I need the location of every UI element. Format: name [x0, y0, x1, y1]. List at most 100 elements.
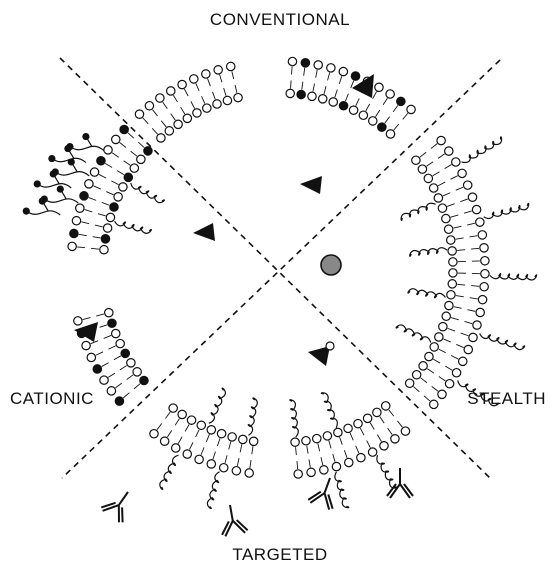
lipid-head	[442, 214, 450, 222]
lipid-head	[214, 66, 222, 74]
lipid-head	[114, 193, 122, 201]
lipid-head	[323, 432, 331, 440]
lipid-head	[351, 72, 359, 80]
lipid-head	[442, 312, 450, 320]
membrane-stealth	[405, 136, 489, 408]
lipid-head	[72, 217, 80, 225]
lipid-head	[412, 156, 420, 164]
lipid-head	[447, 236, 455, 244]
lipid-head	[438, 204, 446, 212]
lipid-head	[375, 83, 383, 91]
lipid-head	[87, 353, 95, 361]
lipid-head	[452, 369, 460, 377]
lipid-head	[458, 169, 466, 177]
lipid-head	[445, 147, 453, 155]
lipid-head	[445, 380, 453, 388]
lipid-head	[382, 402, 390, 410]
membrane-targeted-right	[291, 402, 410, 479]
polymer-chain-icon	[321, 393, 337, 428]
polymer-chain-icon	[490, 274, 537, 280]
lipid-head	[227, 62, 235, 70]
lipid-head	[137, 155, 145, 163]
lipid-head	[320, 466, 328, 474]
lipid-head	[373, 408, 381, 416]
lipid-head	[100, 376, 108, 384]
membrane-conventional-left	[135, 62, 242, 142]
polymer-chain-icon	[401, 203, 435, 220]
lipid-head	[203, 104, 211, 112]
lipid-head	[245, 469, 253, 477]
polymer-chain-icon	[115, 221, 152, 233]
lipid-head	[220, 464, 228, 472]
lipid-head	[119, 183, 127, 191]
polymer-chain-icon	[248, 398, 257, 435]
lipid-head	[106, 213, 114, 221]
lipid-head	[217, 429, 225, 437]
polymer-chain-icon	[48, 145, 86, 163]
lipid-head	[156, 94, 164, 102]
lipid-head	[449, 269, 457, 277]
antibody-icon	[308, 474, 343, 511]
lipid-head	[397, 97, 405, 105]
lipid-head	[464, 345, 472, 353]
drug-triangle-icon	[300, 176, 322, 194]
drug-dot-icon	[326, 342, 334, 350]
lipid-head	[160, 437, 168, 445]
decor-layer	[23, 133, 537, 537]
membrane-conventional-right	[286, 57, 415, 138]
lipid-head	[120, 125, 128, 133]
lipid-head	[472, 205, 480, 213]
lipid-head	[476, 218, 484, 226]
lipid-head	[140, 376, 148, 384]
lipid-head	[165, 127, 173, 135]
antibody-icon	[387, 468, 413, 498]
lipid-head	[447, 291, 455, 299]
lipid-head	[478, 295, 486, 303]
label-cationic: CATIONIC	[10, 389, 94, 408]
lipid-head	[302, 437, 310, 445]
lipid-head	[449, 258, 457, 266]
polymer-chain-icon	[480, 334, 525, 350]
lipid-head	[359, 111, 367, 119]
lipid-head	[476, 308, 484, 316]
lipid-head	[85, 180, 93, 188]
lipid-head	[97, 157, 105, 165]
lipid-head	[345, 458, 353, 466]
lipid-head	[468, 193, 476, 201]
lipid-head	[452, 158, 460, 166]
polymer-chain-icon	[410, 248, 447, 257]
lipid-head	[101, 235, 109, 243]
polymer-chain-icon	[34, 170, 72, 188]
lipid-head	[178, 80, 186, 88]
lipid-head	[308, 92, 316, 100]
polymer-chain-icon	[290, 400, 299, 437]
polymer-chain-icon	[131, 183, 165, 203]
lipid-head	[107, 387, 115, 395]
lipid-head	[190, 75, 198, 83]
lipid-head	[112, 329, 120, 337]
lipid-head	[425, 352, 433, 360]
lipid-head	[445, 301, 453, 309]
lipid-head	[193, 109, 201, 117]
lipid-head	[187, 416, 195, 424]
polymer-chain-icon	[396, 325, 431, 343]
lipid-head	[239, 435, 247, 443]
lipid-head	[327, 64, 335, 72]
lipid-head	[68, 242, 76, 250]
lipid-head	[104, 146, 112, 154]
lipid-head	[314, 61, 322, 69]
lipid-head	[195, 455, 203, 463]
lipid-head	[405, 379, 413, 387]
lipid-head	[357, 453, 365, 461]
lipid-head	[329, 98, 337, 106]
lipid-head	[178, 410, 186, 418]
lipid-head	[459, 357, 467, 365]
lipid-head	[70, 229, 78, 237]
lipid-head	[183, 114, 191, 122]
lipid-head	[334, 428, 342, 436]
lipid-head	[380, 442, 388, 450]
lipid-head	[469, 333, 477, 341]
lipid-head	[110, 203, 118, 211]
lipid-head	[207, 426, 215, 434]
lipid-head	[174, 120, 182, 128]
